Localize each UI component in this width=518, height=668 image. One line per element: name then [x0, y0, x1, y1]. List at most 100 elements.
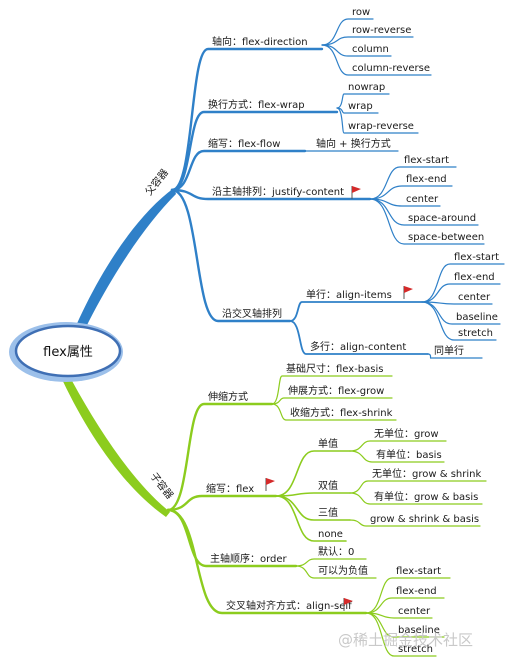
node-align-content-value: 同单行	[434, 344, 464, 357]
node-nowrap: nowrap	[348, 82, 385, 93]
node-none-edge	[275, 495, 347, 542]
node-flex-flow-edge	[170, 149, 307, 192]
node-three-values-value: grow & shrink & basis	[370, 514, 479, 525]
node-as-flex-start-edge	[365, 577, 451, 614]
node-align-content-value-edge	[427, 353, 483, 359]
node-column: column	[352, 44, 389, 55]
node-jc-flex-start: flex-start	[404, 155, 449, 166]
node-as-stretch: stretch	[398, 644, 433, 655]
node-as-flex-start: flex-start	[396, 566, 441, 577]
node-align-content-edge	[289, 320, 429, 355]
node-row-reverse: row-reverse	[352, 25, 411, 36]
node-as-baseline: baseline	[398, 625, 440, 636]
node-row-edge	[321, 18, 374, 46]
node-sv-basis: 有单位：basis	[376, 448, 442, 461]
node-align-items: 单行：align-items	[306, 288, 392, 301]
node-order-default-edge	[295, 558, 367, 567]
root-label: flex属性	[43, 345, 93, 360]
node-jc-center: center	[406, 194, 439, 205]
node-nowrap-edge	[336, 93, 390, 109]
node-align-items-edge	[289, 301, 423, 322]
node-ai-flex-start-edge	[421, 263, 505, 303]
node-as-flex-end-edge	[365, 597, 445, 614]
flex-shorthand-flag-icon	[265, 478, 275, 491]
node-ai-flex-end: flex-end	[454, 272, 495, 283]
node-flex-shrink: 收缩方式：flex-shrink	[290, 406, 393, 419]
node-flex-grow-edge	[271, 397, 393, 405]
node-justify-content: 沿主轴排列：justify-content	[212, 185, 344, 198]
justify-content-flag-icon	[351, 186, 361, 199]
parent-container-label: 父容器	[142, 166, 171, 198]
node-column-reverse-edge	[321, 44, 432, 76]
node-ai-stretch: stretch	[458, 328, 493, 339]
node-row: row	[352, 7, 370, 18]
node-flex-flow-value: 轴向 + 换行方式	[316, 137, 391, 150]
node-flex-wrap-edge	[170, 110, 339, 192]
node-cross-axis: 沿交叉轴排列	[222, 307, 282, 320]
node-flex-basis-edge	[271, 375, 393, 405]
node-justify-content-edge	[170, 188, 372, 201]
align-items-flag-icon	[403, 286, 413, 299]
node-none: none	[318, 529, 343, 540]
node-flex-shorthand-edge	[166, 494, 278, 512]
node-ai-flex-start: flex-start	[454, 252, 499, 263]
node-wrap-reverse-edge	[336, 107, 419, 134]
node-order-negative: 可以为负值	[318, 564, 368, 577]
node-sv-grow-edge	[349, 440, 447, 452]
node-flex-direction-edge	[170, 47, 324, 192]
node-order-default: 默认：0	[318, 545, 354, 558]
node-jc-space-between-edge	[369, 198, 485, 245]
node-flex-shorthand: 缩写：flex	[206, 482, 254, 495]
node-as-stretch-edge	[365, 612, 437, 657]
node-tv-grow-shrink: 无单位：grow & shrink	[372, 467, 481, 480]
node-jc-space-around: space-around	[408, 213, 476, 224]
node-two-values-edge	[275, 492, 351, 497]
node-align-self-edge	[166, 508, 368, 615]
node-wrap-reverse: wrap-reverse	[348, 121, 414, 132]
node-three-values: 三值	[318, 506, 338, 519]
node-flex-basis: 基础尺寸：flex-basis	[286, 362, 383, 375]
node-align-self: 交叉轴对齐方式：align-self	[226, 599, 352, 612]
root-node-body	[14, 324, 122, 378]
node-three-values-edge	[275, 495, 351, 521]
node-sv-grow: 无单位：grow	[374, 427, 439, 440]
node-wrap: wrap	[348, 101, 373, 112]
node-ai-stretch-edge	[421, 301, 497, 341]
node-flex-shrink-edge	[271, 403, 397, 421]
node-as-flex-end: flex-end	[396, 586, 437, 597]
node-two-values: 双值	[318, 479, 338, 492]
node-single-value: 单值	[318, 437, 338, 450]
node-as-center: center	[398, 606, 431, 617]
node-align-content: 多行：align-content	[310, 340, 406, 353]
node-flex-grow: 伸展方式：flex-grow	[288, 384, 384, 397]
node-ai-flex-end-edge	[421, 283, 501, 303]
node-jc-flex-end-edge	[369, 185, 453, 200]
node-ai-baseline: baseline	[456, 312, 498, 323]
node-ai-center-edge	[421, 301, 493, 305]
node-tv-grow-basis: 有单位：grow & basis	[374, 490, 478, 503]
root-node[interactable]: flex属性	[9, 322, 123, 382]
node-flex-wrap: 换行方式：flex-wrap	[208, 98, 305, 111]
node-order-negative-edge	[295, 565, 377, 579]
child-branch-edge	[56, 362, 170, 517]
node-three-values-value-edge	[349, 519, 481, 527]
node-flex-direction: 轴向：flex-direction	[212, 35, 308, 48]
node-cross-axis-edge	[170, 188, 292, 323]
node-tv-grow-shrink-edge	[349, 480, 487, 494]
node-ai-center: center	[458, 292, 491, 303]
node-jc-flex-start-edge	[369, 166, 457, 200]
node-row-reverse-edge	[321, 36, 414, 46]
node-flex-shrink-grow-edge	[166, 402, 274, 512]
align-self-flag-icon	[343, 598, 353, 611]
node-sv-basis-edge	[349, 450, 445, 463]
node-order: 主轴顺序：order	[210, 552, 288, 565]
node-jc-flex-end: flex-end	[406, 174, 447, 185]
node-single-value-edge	[275, 450, 351, 497]
node-flex-flow: 缩写：flex-flow	[208, 137, 280, 150]
node-tv-grow-basis-edge	[349, 492, 483, 505]
node-column-reverse: column-reverse	[352, 63, 430, 74]
node-jc-space-between: space-between	[408, 232, 484, 243]
node-flex-shrink-grow: 伸缩方式	[208, 390, 248, 403]
watermark: @稀土掘金技术社区	[338, 631, 473, 649]
